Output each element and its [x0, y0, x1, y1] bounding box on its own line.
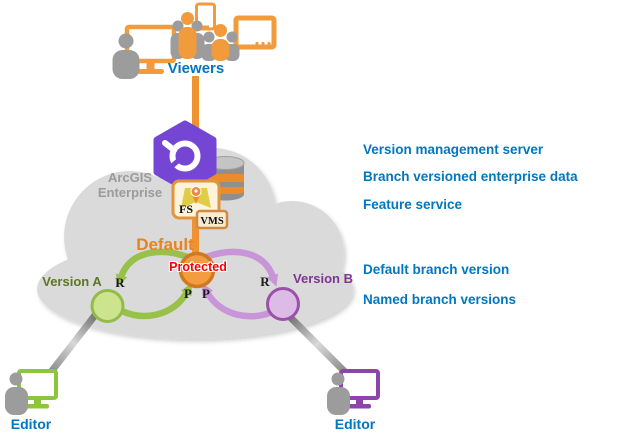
viewers-person-icon: [112, 33, 140, 79]
reconcile-label-a: R: [115, 275, 125, 290]
reconcile-arrow-a: [115, 248, 190, 287]
protected-badge: Protected: [169, 260, 227, 274]
version-b-node: [266, 287, 300, 321]
legend-item-feature-service: Feature service: [363, 197, 463, 212]
default-version-label: Default: [136, 235, 194, 254]
reconcile-arrow-b: [204, 248, 279, 287]
editor-b-label: Editor: [334, 416, 376, 432]
cloud-title: ArcGIS Enterprise: [97, 170, 163, 200]
post-arrow-b: [202, 282, 276, 320]
legend-item-branch-versioned-data: Branch versioned enterprise data: [363, 169, 578, 184]
viewers-label: Viewers: [167, 60, 225, 77]
vms-label: VMS: [200, 216, 223, 227]
editor-b-icon: [327, 369, 380, 415]
connection-line-editor-a: [48, 311, 99, 375]
post-label-b: P: [202, 286, 210, 301]
editor-a-icon: [5, 369, 58, 415]
vms-badge: VMS: [195, 209, 229, 230]
post-label-a: P: [184, 286, 192, 301]
reconcile-label-b: R: [260, 274, 270, 289]
legend-item-default-branch-version: Default branch version: [363, 262, 510, 277]
legend-item-version-management-server: Version management server: [363, 142, 544, 157]
legend-item-named-branch-versions: Named branch versions: [363, 292, 517, 307]
version-a-node: [90, 289, 125, 323]
post-arrow-a: [118, 282, 192, 320]
default-version-node: [178, 251, 216, 289]
viewers-tv-icon: [233, 15, 277, 50]
version-a-label: Version A: [42, 274, 102, 289]
feature-service-label: FS: [179, 202, 193, 216]
viewers-people-group2-icon: [201, 24, 240, 61]
viewers-people-group-icon: [170, 12, 205, 59]
version-b-label: Version B: [293, 271, 353, 286]
connection-line-editor-b: [286, 313, 348, 375]
editor-a-label: Editor: [10, 416, 52, 432]
